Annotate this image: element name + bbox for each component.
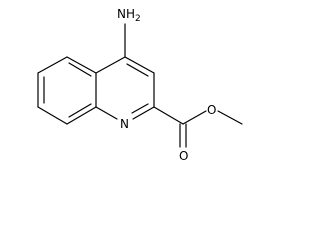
bond [37, 56, 68, 74]
bond [182, 110, 207, 125]
structure-canvas: NH2 N O O [37, 7, 243, 163]
carbonyl-oxygen-label: O [179, 149, 188, 163]
bond [37, 106, 68, 125]
amine-label: NH2 [117, 7, 141, 24]
double-bond-inner [126, 63, 149, 77]
bond [132, 106, 155, 120]
bond [66, 106, 97, 125]
molecule-diagram: NH2 N O O [37, 7, 243, 163]
benzene-ring [37, 56, 97, 125]
bond [66, 56, 97, 74]
double-bond-inner [131, 103, 149, 114]
double-bond-inner [68, 103, 92, 118]
ring-nitrogen-label: N [120, 117, 129, 131]
pyridine-ring [95, 56, 155, 120]
double-bond-inner [68, 62, 92, 77]
ester-group [153, 106, 243, 148]
bond [124, 56, 155, 74]
ester-oxygen-label: O [207, 103, 216, 117]
bond [95, 56, 126, 74]
bond [95, 106, 118, 120]
bond [153, 106, 184, 125]
bond [217, 110, 243, 125]
